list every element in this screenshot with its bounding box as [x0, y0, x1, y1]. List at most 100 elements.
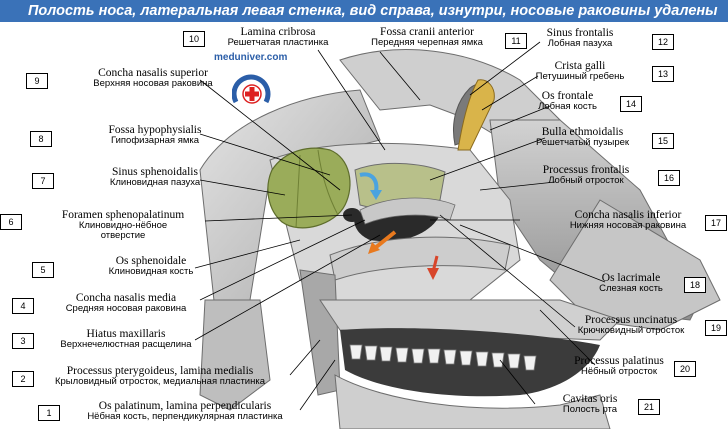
label-18: Os lacrimale Слезная кость: [580, 272, 682, 294]
label-latin: Sinus sphenoidalis: [112, 166, 198, 178]
label-19: Processus uncinatus Крючковидный отросто…: [560, 314, 702, 336]
label-russian: Нёбный отросток: [580, 366, 658, 378]
arrow-blue: [359, 172, 379, 193]
label-latin: Fossa cranii anterior: [380, 26, 474, 38]
label-latin: Concha nasalis media: [75, 292, 177, 304]
label-russian: Верхняя носовая раковина: [93, 78, 213, 90]
label-14: Os frontale Лобная кость: [520, 90, 615, 112]
label-russian: Петушиный гребень: [535, 71, 625, 83]
label-number-5: 5: [32, 262, 54, 278]
label-10: Lamina cribrosa Решетчатая пластинка: [203, 26, 353, 48]
label-russian: Лобный отросток: [548, 175, 624, 187]
label-number-14: 14: [620, 96, 642, 112]
middle-concha-edge: [359, 197, 456, 225]
label-number-20: 20: [674, 361, 696, 377]
label-number-18: 18: [684, 277, 706, 293]
label-16: Processus frontalis Лобный отросток: [520, 164, 652, 186]
label-latin: Sinus frontalis: [546, 27, 614, 39]
label-21: Cavitas oris Полость рта: [545, 393, 635, 415]
label-12: Sinus frontalis Лобная пазуха: [515, 27, 645, 49]
label-latin: Concha nasalis inferior: [574, 209, 682, 221]
label-number-12: 12: [652, 34, 674, 50]
label-latin: Processus pterygoideus, lamina medialis: [66, 365, 254, 377]
label-number-11: 11: [505, 33, 527, 49]
label-latin: Bulla ethmoidalis: [541, 126, 624, 138]
label-number-2: 2: [12, 371, 34, 387]
label-russian: Крючковидный отросток: [577, 325, 685, 337]
label-number-6: 6: [0, 214, 22, 230]
label-latin: Foramen sphenopalatinum: [61, 209, 185, 221]
label-number-4: 4: [12, 298, 34, 314]
mandible: [334, 374, 611, 429]
watermark-text: meduniver.com: [214, 52, 288, 63]
label-latin: Os palatinum, lamina perpendicularis: [98, 400, 272, 412]
label-8: Fossa hypophysialis Гипофизарная ямка: [60, 124, 250, 146]
label-number-1: 1: [38, 405, 60, 421]
label-latin: Processus frontalis: [542, 164, 630, 176]
arrow-red-head: [427, 268, 439, 280]
label-6: Foramen sphenopalatinum Клиновидно-нёбно…: [28, 209, 218, 241]
label-15: Bulla ethmoidalis Решетчатый пузырек: [515, 126, 650, 148]
page-title: Полость носа, латеральная левая стенка, …: [0, 0, 728, 22]
label-4: Concha nasalis media Средняя носовая рак…: [16, 292, 236, 314]
arrow-orange-head: [368, 242, 380, 254]
label-russian: Слезная кость: [599, 283, 663, 295]
label-russian: Решетчатая пластинка: [227, 37, 329, 49]
label-russian: Лобная кость: [538, 101, 597, 113]
label-number-3: 3: [12, 333, 34, 349]
cervical-column: [199, 299, 271, 411]
label-latin: Concha nasalis superior: [98, 67, 208, 79]
label-latin: Os frontale: [541, 90, 594, 102]
meduniver-logo-icon: [232, 74, 271, 104]
label-number-15: 15: [652, 133, 674, 149]
label-number-19: 19: [705, 320, 727, 336]
label-7: Sinus sphenoidalis Клиновидная пазуха: [60, 166, 250, 188]
label-number-9: 9: [26, 73, 48, 89]
label-latin: Cavitas oris: [562, 393, 618, 405]
label-20: Processus palatinus Нёбный отросток: [565, 355, 673, 377]
label-russian: Передняя черепная ямка: [371, 37, 483, 49]
label-2: Processus pterygoideus, lamina medialis …: [30, 365, 290, 387]
leader-lines: [194, 41, 606, 411]
label-17: Concha nasalis inferior Нижняя носовая р…: [552, 209, 704, 231]
label-11: Fossa cranii anterior Передняя черепная …: [352, 26, 502, 48]
maxilla: [549, 199, 721, 331]
label-russian: Клиновидно-нёбное отверстие: [78, 220, 168, 242]
label-latin: Processus uncinatus: [584, 314, 678, 326]
label-russian: Гипофизарная ямка: [110, 135, 200, 147]
label-5: Os sphenoidale Клиновидная кость: [56, 255, 246, 277]
label-number-17: 17: [705, 215, 727, 231]
label-latin: Hiatus maxillaris: [86, 328, 166, 340]
pterygoid-plate: [299, 269, 341, 396]
label-russian: Верхнечелюстная расщелина: [60, 339, 192, 351]
arrow-orange: [373, 230, 397, 250]
sphenoid-sinus-septa: [295, 149, 339, 229]
label-number-21: 21: [638, 399, 660, 415]
label-1: Os palatinum, lamina perpendicularis Нёб…: [60, 400, 310, 422]
label-number-8: 8: [30, 131, 52, 147]
label-russian: Нижняя носовая раковина: [569, 220, 687, 232]
label-russian: Полость рта: [562, 404, 618, 416]
label-latin: Fossa hypophysialis: [108, 124, 202, 136]
label-9: Concha nasalis superior Верхняя носовая …: [58, 67, 248, 89]
label-number-13: 13: [652, 66, 674, 82]
label-latin: Processus palatinus: [574, 355, 664, 367]
label-russian: Крыловидный отросток, медиальная пластин…: [54, 376, 266, 388]
label-13: Crista galli Петушиный гребень: [515, 60, 645, 82]
label-russian: Клиновидная кость: [108, 266, 194, 278]
label-latin: Lamina cribrosa: [240, 26, 316, 38]
label-latin: Os sphenoidale: [115, 255, 187, 267]
label-number-10: 10: [183, 31, 205, 47]
sphenoid-sinus: [267, 147, 351, 229]
label-latin: Crista galli: [554, 60, 606, 72]
arrow-blue-head: [370, 190, 382, 200]
label-russian: Клиновидная пазуха: [109, 177, 201, 189]
label-3: Hiatus maxillaris Верхнечелюстная расщел…: [16, 328, 236, 350]
label-number-7: 7: [32, 173, 54, 189]
label-number-16: 16: [658, 170, 680, 186]
teeth: [349, 344, 537, 371]
label-russian: Лобная пазуха: [547, 38, 613, 50]
label-russian: Средняя носовая раковина: [65, 303, 187, 315]
label-latin: Os lacrimale: [601, 272, 661, 284]
